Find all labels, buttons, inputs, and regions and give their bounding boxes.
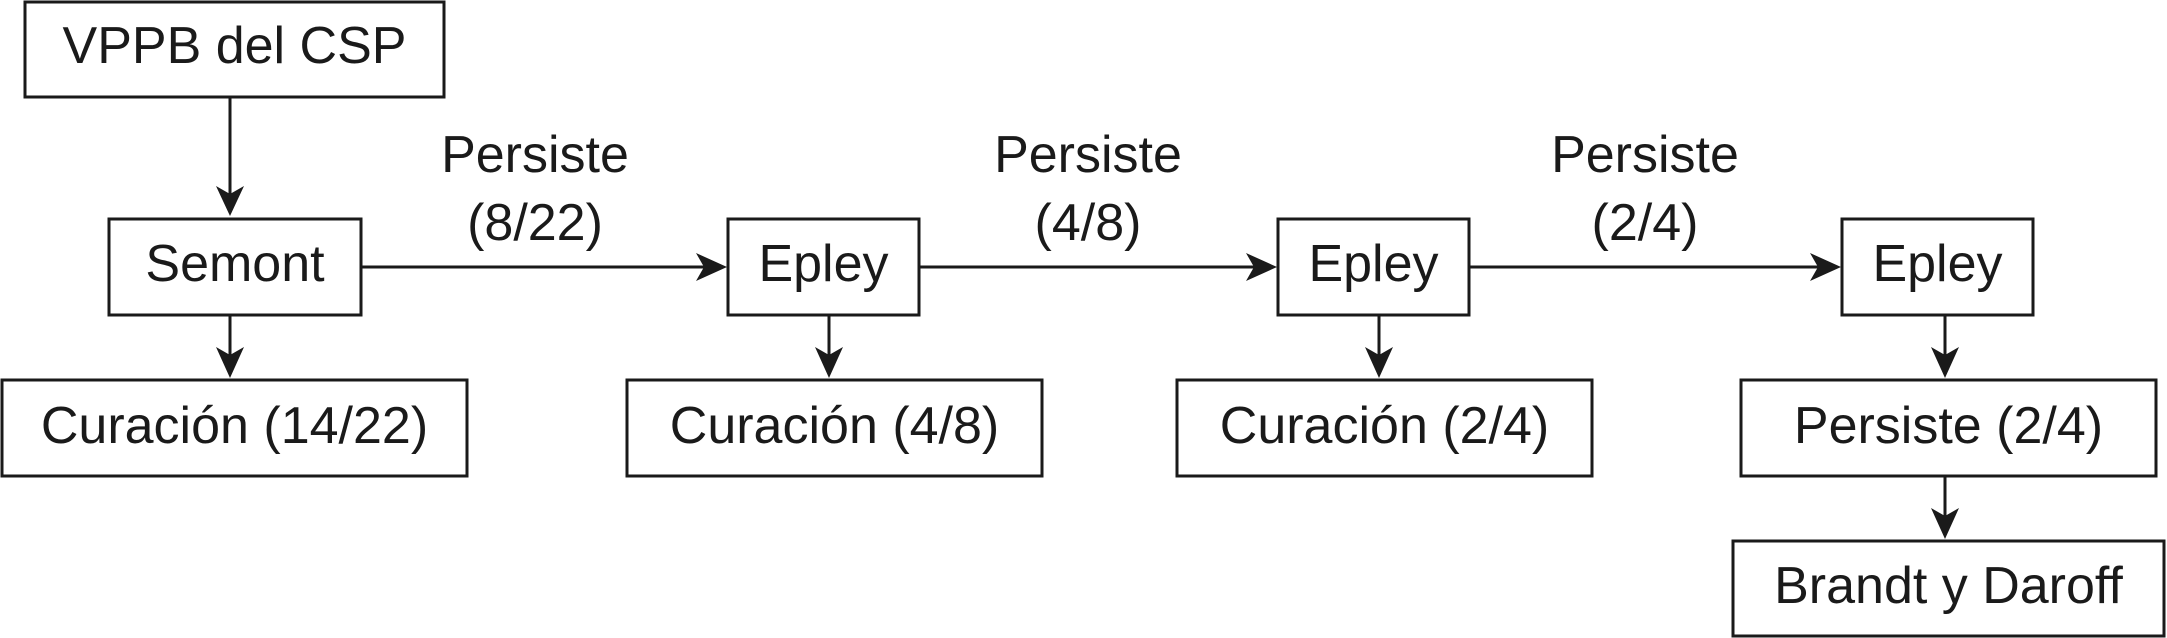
arrowhead-icon [696, 253, 727, 281]
edges [216, 97, 1959, 539]
node-label: Epley [758, 235, 888, 293]
arrowhead-icon [1246, 253, 1277, 281]
node-persiste-final: Persiste (2/4) [1739, 378, 2158, 478]
node-label: Persiste (2/4) [1794, 397, 2103, 455]
arrowhead-icon [1810, 253, 1841, 281]
node-label: Curación (14/22) [41, 397, 428, 455]
node-epley-3: Epley [1840, 217, 2035, 317]
node-label: Curación (4/8) [670, 397, 999, 455]
arrowhead-icon [1931, 347, 1959, 378]
arrowhead-icon [1365, 347, 1393, 378]
node-label: Epley [1872, 235, 2002, 293]
edge-label-line1: Persiste [1551, 126, 1739, 184]
node-epley-1: Epley [726, 217, 921, 317]
edge-label-line2: (2/4) [1592, 194, 1699, 252]
node-semont: Semont [107, 217, 363, 317]
node-label: VPPB del CSP [63, 17, 407, 75]
arrowhead-icon [815, 347, 843, 378]
node-vppb: VPPB del CSP [23, 0, 446, 99]
arrowhead-icon [216, 186, 244, 216]
node-label: Semont [145, 235, 325, 293]
edge-label-line2: (4/8) [1035, 194, 1142, 252]
node-curacion-2: Curación (4/8) [625, 378, 1044, 478]
node-label: Epley [1308, 235, 1438, 293]
edge-labels: Persiste (8/22) Persiste (4/8) Persiste … [441, 126, 1739, 252]
node-curacion-1: Curación (14/22) [0, 378, 469, 478]
edge-label-line2: (8/22) [467, 194, 603, 252]
node-brandt-daroff: Brandt y Daroff [1731, 539, 2166, 638]
arrowhead-icon [216, 347, 244, 378]
node-epley-2: Epley [1276, 217, 1471, 317]
node-curacion-3: Curación (2/4) [1175, 378, 1594, 478]
node-label: Curación (2/4) [1220, 397, 1549, 455]
edge-label-line1: Persiste [994, 126, 1182, 184]
edge-label-line1: Persiste [441, 126, 629, 184]
node-label: Brandt y Daroff [1774, 557, 2123, 615]
arrowhead-icon [1931, 508, 1959, 539]
